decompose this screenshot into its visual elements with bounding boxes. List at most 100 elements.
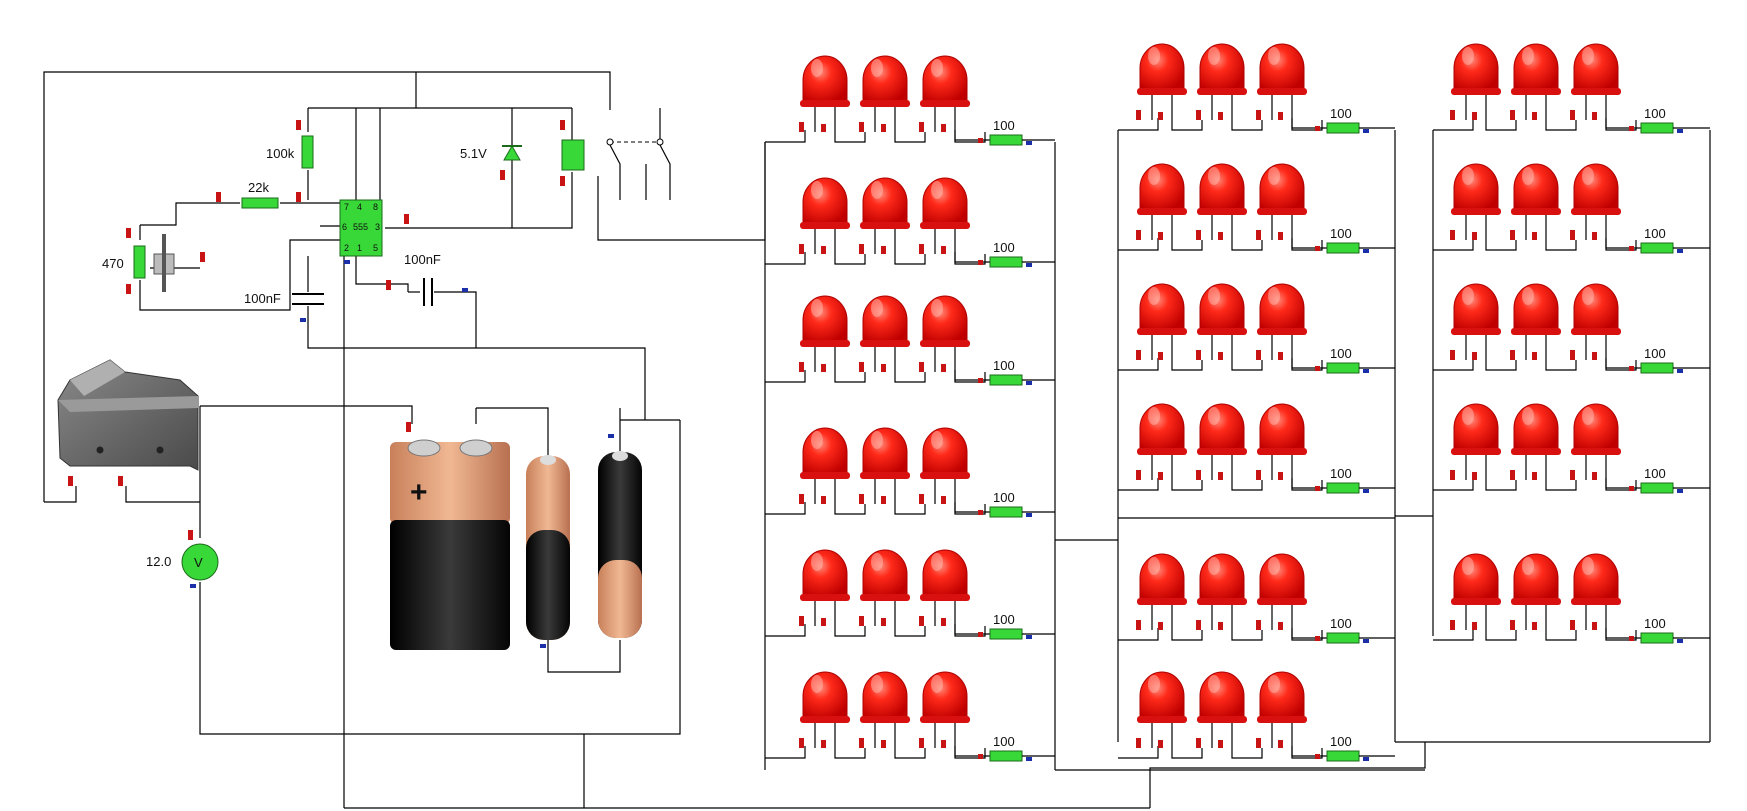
- capacitor-control[interactable]: 100nF: [404, 252, 441, 306]
- led-pin-marker: [799, 122, 804, 132]
- led-pin-marker: [1570, 350, 1575, 360]
- led-icon: [920, 177, 970, 229]
- led-pin-marker: [941, 618, 946, 626]
- led-pin-marker: [821, 364, 826, 372]
- led-icon: [920, 549, 970, 601]
- led-pin-marker: [1136, 230, 1141, 240]
- resistor-100-label: 100: [1644, 616, 1666, 631]
- zener-label: 5.1V: [460, 146, 487, 161]
- led-icon: [800, 177, 850, 229]
- led-pin-marker: [1218, 740, 1223, 748]
- resistor-pin-marker: [1026, 141, 1032, 145]
- resistor-100: [1640, 122, 1674, 134]
- 9v-battery-icon: +: [390, 439, 510, 650]
- led-pin-marker: [1592, 352, 1597, 360]
- led-pin-marker: [1218, 622, 1223, 630]
- led-pin-marker: [881, 496, 886, 504]
- led-icon: [1257, 671, 1307, 723]
- led-pin-marker: [1196, 620, 1201, 630]
- led-pin-marker: [1196, 738, 1201, 748]
- led-pin-marker: [1136, 620, 1141, 630]
- rocker-switch-icon[interactable]: [57, 359, 199, 471]
- led-pin-marker: [881, 740, 886, 748]
- led-icon: [1571, 553, 1621, 605]
- led-icon: [1137, 163, 1187, 215]
- led-pin-marker: [1592, 472, 1597, 480]
- led-pin-marker: [1256, 470, 1261, 480]
- led-pin-marker: [859, 494, 864, 504]
- resistor-pin-marker: [1026, 263, 1032, 267]
- ic-555[interactable]: 7 4 8 6 555 3 2 1 5: [339, 199, 383, 257]
- led-pin-marker: [881, 246, 886, 254]
- zener-diode-icon[interactable]: 5.1V: [460, 144, 522, 161]
- led-pin-marker: [919, 738, 924, 748]
- led-pin-marker: [859, 122, 864, 132]
- led-icon: [1197, 553, 1247, 605]
- led-icon: [800, 427, 850, 479]
- ic-pin-4: 4: [357, 202, 362, 212]
- led-pin-marker: [799, 494, 804, 504]
- resistor-pin-marker: [1363, 249, 1369, 253]
- battery-plus-mark: +: [410, 476, 428, 509]
- led-pin-marker: [1278, 232, 1283, 240]
- led-icon: [1511, 553, 1561, 605]
- resistor-22k-label: 22k: [248, 180, 269, 195]
- led-pin-marker: [1472, 472, 1477, 480]
- resistor-pin-marker: [1315, 636, 1320, 641]
- resistor-100-label: 100: [1644, 466, 1666, 481]
- led-pin-marker: [1532, 352, 1537, 360]
- ic-pin-7: 7: [344, 202, 349, 212]
- led-icon: [1257, 403, 1307, 455]
- led-icon: [920, 671, 970, 723]
- led-pin-marker: [941, 496, 946, 504]
- led-string: 100: [765, 671, 1055, 762]
- led-pin-marker: [1510, 350, 1515, 360]
- led-string: 100: [1118, 671, 1395, 762]
- led-icon: [1511, 43, 1561, 95]
- led-pin-marker: [1510, 110, 1515, 120]
- led-pin-marker: [1158, 740, 1163, 748]
- potentiometer-icon[interactable]: 470: [102, 234, 175, 292]
- potentiometer-label: 470: [102, 256, 124, 271]
- led-pin-marker: [821, 124, 826, 132]
- led-string: 100: [1433, 43, 1710, 134]
- resistor-pin-marker: [978, 378, 983, 383]
- led-icon: [860, 177, 910, 229]
- led-pin-marker: [1592, 112, 1597, 120]
- led-icon: [1137, 283, 1187, 335]
- led-string: 100: [765, 295, 1055, 386]
- led-pin-marker: [1532, 112, 1537, 120]
- led-icon: [1451, 43, 1501, 95]
- led-pin-marker: [1158, 112, 1163, 120]
- led-string: 100: [1118, 43, 1395, 134]
- capacitor-timing-label: 100nF: [244, 291, 281, 306]
- resistor-100: [1326, 632, 1360, 644]
- resistor-22k[interactable]: 22k: [241, 180, 279, 209]
- led-pin-marker: [1278, 112, 1283, 120]
- led-icon: [860, 671, 910, 723]
- led-icon: [860, 427, 910, 479]
- capacitor-timing[interactable]: 100nF: [244, 291, 324, 306]
- led-pin-marker: [1532, 472, 1537, 480]
- led-bank-wires: [764, 130, 1711, 771]
- voltmeter-icon: V 12.0: [146, 543, 219, 581]
- led-pin-marker: [799, 616, 804, 626]
- led-pin-marker: [1278, 352, 1283, 360]
- resistor-pin-marker: [1026, 757, 1032, 761]
- led-pin-marker: [919, 494, 924, 504]
- resistor-100: [1640, 482, 1674, 494]
- led-icon: [1197, 43, 1247, 95]
- led-pin-marker: [1278, 740, 1283, 748]
- relay-icon[interactable]: [561, 108, 671, 200]
- led-pin-marker: [1196, 350, 1201, 360]
- led-pin-marker: [1472, 232, 1477, 240]
- resistor-100k[interactable]: 100k: [266, 135, 314, 169]
- led-pin-marker: [1570, 230, 1575, 240]
- led-pin-marker: [941, 246, 946, 254]
- resistor-100-label: 100: [1330, 466, 1352, 481]
- led-pin-marker: [1256, 230, 1261, 240]
- led-pin-marker: [1136, 470, 1141, 480]
- resistor-pin-marker: [978, 138, 983, 143]
- resistor-pin-marker: [978, 754, 983, 759]
- resistor-100-label: 100: [993, 118, 1015, 133]
